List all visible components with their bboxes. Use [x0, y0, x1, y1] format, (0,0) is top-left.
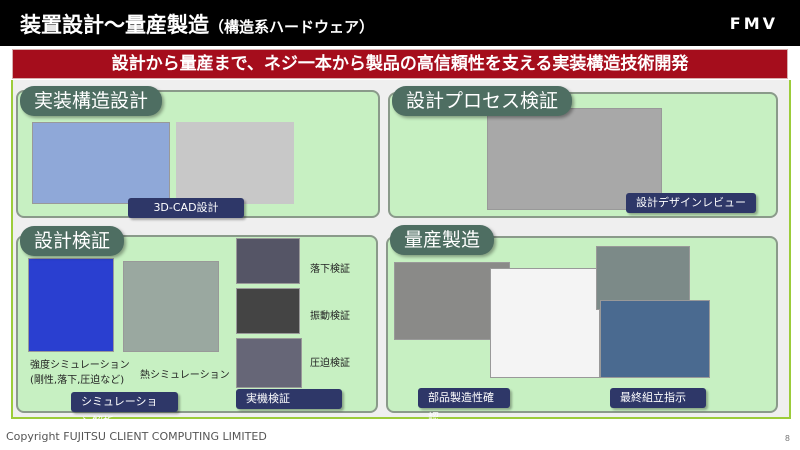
- header: 装置設計～量産製造（構造系ハードウェア） FMV: [0, 0, 800, 46]
- label-3dcad: 3D-CAD設計: [128, 198, 244, 218]
- label-simulation: シミュレーション解析: [71, 392, 178, 428]
- title-main: 装置設計～量産製造: [20, 13, 209, 37]
- drop-test-image: [236, 238, 300, 284]
- factory-image: [596, 246, 690, 310]
- strength-sim-label: 強度シミュレーション (剛性,落下,圧迫など): [30, 356, 130, 386]
- strength-text: 強度シミュレーション: [30, 360, 130, 371]
- strength-sim-image: [28, 258, 114, 352]
- banner: 設計から量産まで、ネジ一本から製品の高信頼性を支える実装構造技術開発: [12, 49, 788, 79]
- strength-sub-text: (剛性,落下,圧迫など): [30, 375, 125, 386]
- copyright: Copyright FUJITSU CLIENT COMPUTING LIMIT…: [6, 430, 267, 443]
- tab-process: 設計プロセス検証: [392, 86, 573, 116]
- fmv-logo: FMV: [729, 14, 778, 33]
- title-subtitle: （構造系ハードウェア）: [209, 18, 375, 36]
- drop-test-label: 落下検証: [310, 264, 350, 275]
- tab-verify: 設計検証: [20, 226, 125, 256]
- vibration-test-image: [236, 288, 300, 334]
- drawing-image: [490, 268, 600, 378]
- pressure-test-label: 圧迫検証: [310, 358, 350, 369]
- page-number: 8: [784, 434, 790, 443]
- label-parts-check: 部品製造性確認: [418, 388, 510, 424]
- pressure-test-image: [236, 338, 302, 388]
- chassis-image: [176, 122, 294, 204]
- tab-cad: 実装構造設計: [20, 86, 163, 116]
- tab-production: 量産製造: [390, 225, 495, 255]
- cad-screenshot: [32, 122, 170, 204]
- thermal-sim-label: 熱シミュレーション: [140, 370, 230, 381]
- assembly-image: [600, 300, 710, 378]
- label-final-assembly: 最終組立指示: [610, 388, 706, 408]
- slide-title: 装置設計～量産製造（構造系ハードウェア）: [20, 9, 374, 39]
- vibration-test-label: 振動検証: [310, 311, 350, 322]
- thermal-sim-image: [123, 261, 219, 352]
- label-design-review: 設計デザインレビュー: [626, 193, 756, 213]
- label-real-test: 実機検証: [236, 389, 342, 409]
